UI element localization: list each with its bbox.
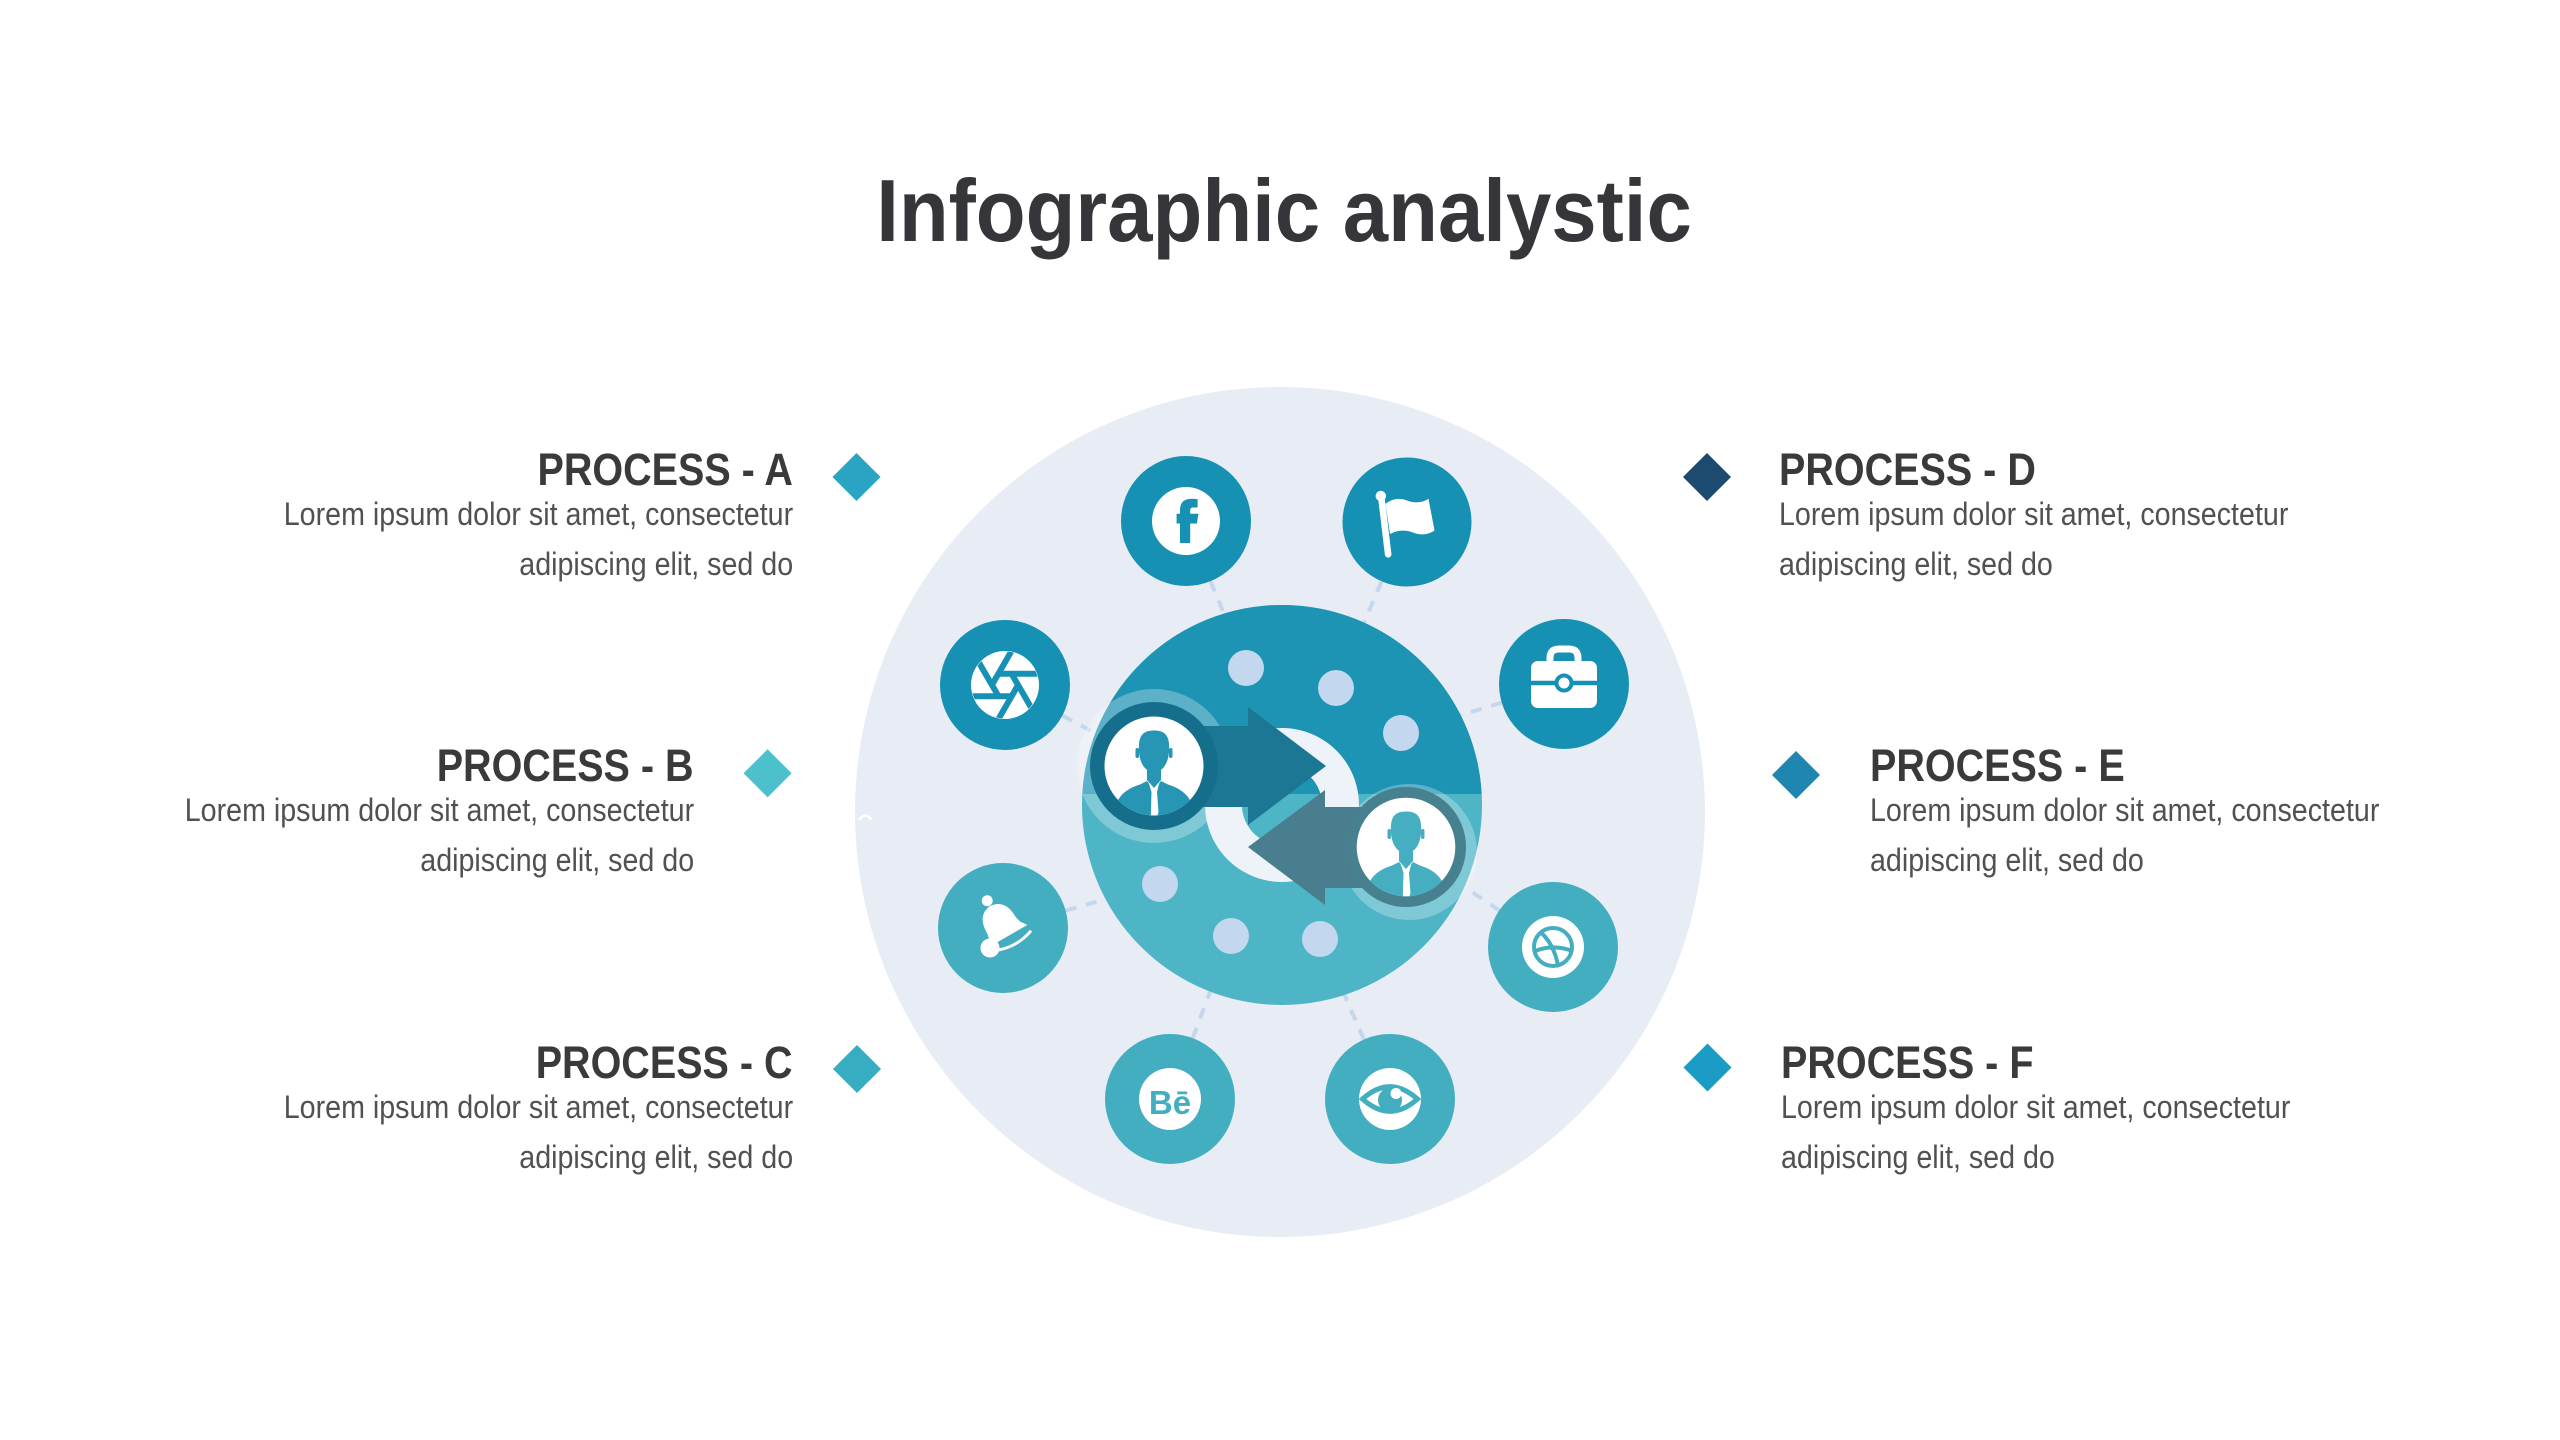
svg-text:Bē: Bē (1149, 1084, 1191, 1121)
